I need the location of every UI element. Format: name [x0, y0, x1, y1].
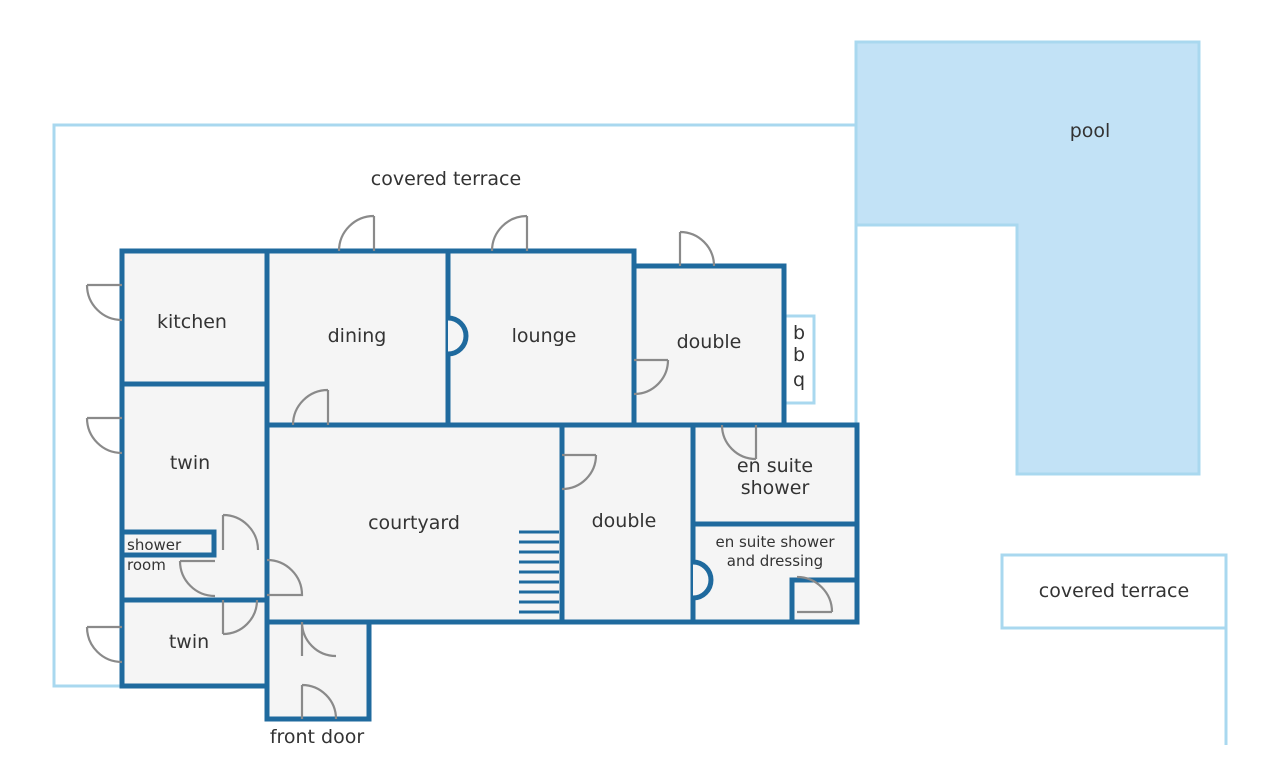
wall-arches [447, 315, 714, 601]
pool-label: pool [1070, 120, 1111, 142]
covered-terrace-top-label: covered terrace [371, 168, 521, 190]
en-suite-shower-label-2: shower [741, 477, 810, 499]
courtyard-label: courtyard [368, 512, 460, 534]
pool [854, 40, 1201, 476]
front-door-label: front door [270, 726, 365, 748]
lounge-label: lounge [512, 325, 577, 347]
door-courtyard-double [561, 453, 598, 491]
door-twin-top [85, 416, 123, 455]
door-lounge-double [633, 358, 670, 396]
twin-top-label: twin [170, 452, 210, 474]
door-courtyard-west [266, 558, 304, 597]
shower-room-label-2: room [127, 556, 166, 574]
stairs [519, 530, 559, 614]
twin-bottom-label: twin [169, 631, 209, 653]
door-lounge [490, 214, 529, 252]
door-hall [300, 621, 337, 658]
door-twin-bottom [85, 625, 123, 664]
kitchen-label: kitchen [157, 311, 227, 333]
door-kitchen [85, 283, 123, 322]
double-mid-label: double [592, 510, 657, 532]
door-dressing [796, 575, 834, 614]
double-top-label: double [677, 331, 742, 353]
door-shower-room [221, 513, 260, 551]
door-front [300, 683, 338, 720]
dining-label: dining [328, 325, 387, 347]
door-double-ensuite [720, 424, 758, 461]
shower-room-label-1: shower [127, 536, 182, 554]
terrace-outline-left [52, 123, 856, 688]
en-suite-dressing-label-1: en suite shower [715, 533, 835, 551]
bbq-label-b1: b [793, 322, 805, 344]
door-dining-courtyard [291, 388, 330, 426]
bbq-label-b2: b [793, 344, 805, 366]
en-suite-dressing-label-2: and dressing [727, 552, 823, 570]
door-double-top [678, 230, 716, 267]
bbq-label-q: q [793, 369, 805, 391]
door-shower-room-2 [178, 559, 216, 598]
covered-terrace-right-label: covered terrace [1039, 580, 1189, 602]
doors [85, 214, 834, 720]
door-twin-bottom-east [221, 599, 259, 636]
en-suite-shower-label-1: en suite [737, 455, 813, 477]
door-dining [337, 214, 376, 252]
covered-terrace-right-outline [1000, 553, 1228, 745]
